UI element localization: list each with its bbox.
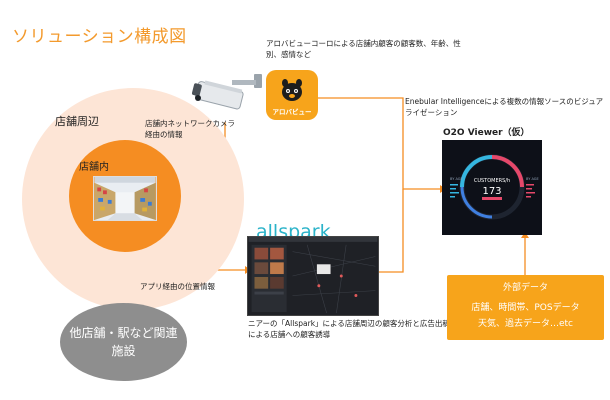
arrow-up-external (521, 232, 529, 238)
related-facilities-ellipse (60, 303, 187, 381)
arobo-view-logo-tile (266, 70, 318, 120)
allspark-connector (379, 189, 404, 273)
gauge-arc-dark-blue (460, 186, 493, 219)
allspark-description: ニアーの「Allspark」による店舗周辺の顧客分析と広告出稿による店舗への顧客… (248, 319, 450, 339)
camera-info-label: 店舗内ネットワークカメラ経由の情報 (145, 119, 235, 139)
store-inside-label: 店舗内 (79, 162, 109, 173)
arobo-connector (318, 97, 440, 190)
external-data-line1: 店舗、時間帯、POSデータ (471, 303, 580, 313)
arobo-mascot-icon (282, 79, 302, 101)
page-title: ソリューション構成図 (12, 27, 187, 47)
gauge-label: CUSTOMERS/h (474, 178, 510, 184)
right-panel-label: BY AGE (526, 177, 539, 181)
allspark-screenshot (247, 236, 379, 316)
arobo-description: アロバビューコーロによる店舗内顧客の顧客数、年齢、性別、感情など (266, 39, 461, 59)
app-info-label: アプリ経由の位置情報 (140, 282, 215, 291)
gauge-arc-red (491, 155, 524, 188)
store-shelf-photo (93, 176, 157, 221)
left-panel-label: BY AGE (450, 177, 463, 181)
store-surroundings-label: 店舗周辺 (55, 115, 99, 128)
gauge-arc-blue (460, 155, 493, 188)
enebular-description: Enebular Intelligenceによる複数の情報ソースのビジュアライゼ… (405, 97, 604, 117)
gauge-value: 173 (482, 186, 501, 197)
external-data-line2: 天気、過去データ…etc (477, 319, 573, 329)
arobo-logo-text: アロバビュー (272, 108, 312, 116)
o2o-viewer-title: O2O Viewer（仮） (443, 128, 530, 138)
external-data-title: 外部データ (502, 283, 548, 293)
o2o-viewer-dashboard: CUSTOMERS/h 173 BY AGE BY AGE (442, 140, 542, 235)
related-facilities-label: 他店舗・駅など関連施設 (69, 326, 178, 358)
network-camera-icon (191, 74, 262, 110)
external-data-box (447, 275, 604, 340)
